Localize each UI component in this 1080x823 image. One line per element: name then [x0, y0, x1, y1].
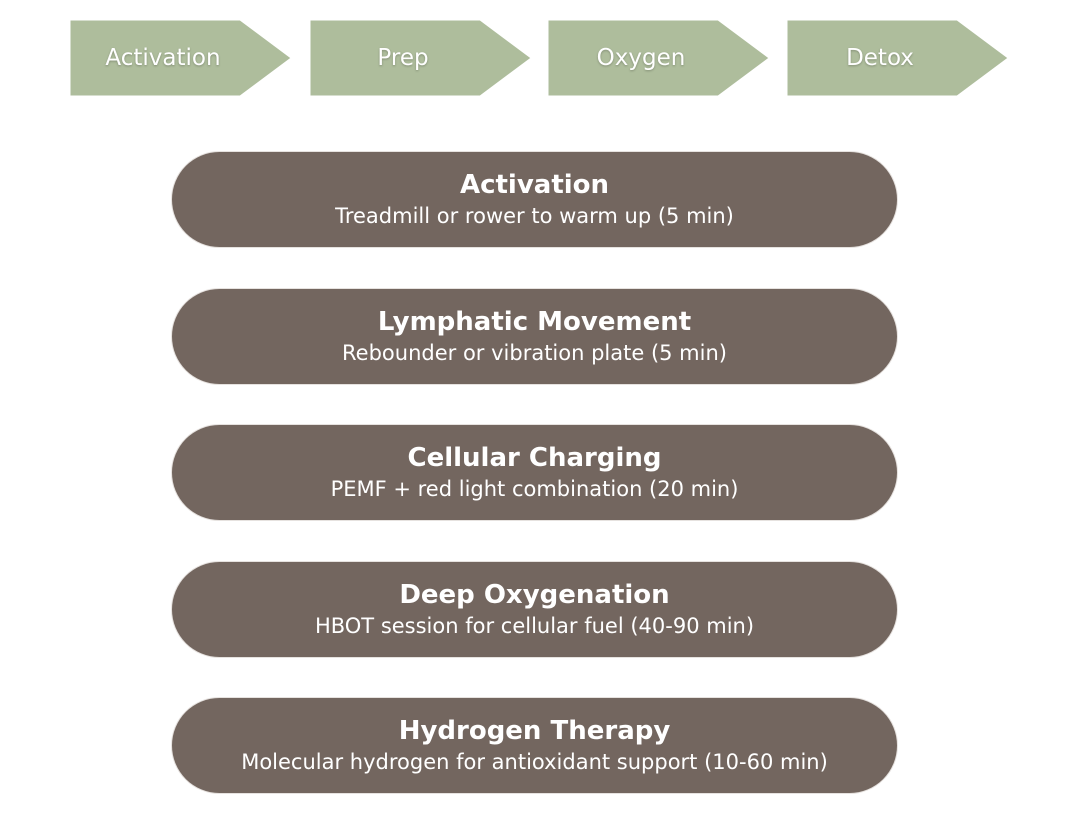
session-card-cellular-charging: Cellular Charging PEMF + red light combi… [172, 425, 897, 520]
chevron-step-activation: Activation [70, 20, 291, 96]
chevron-shape-icon [70, 20, 291, 96]
session-title: Activation [459, 169, 610, 200]
chevron-label: Activation [105, 45, 221, 71]
chevron-shape-icon [310, 20, 531, 96]
session-card-lymphatic-movement: Lymphatic Movement Rebounder or vibratio… [172, 289, 897, 384]
chevron-shape-icon [548, 20, 769, 96]
session-description: Molecular hydrogen for antioxidant suppo… [241, 749, 828, 774]
session-description: Treadmill or rower to warm up (5 min) [335, 203, 734, 228]
session-title: Lymphatic Movement [377, 306, 692, 337]
chevron-step-detox: Detox [787, 20, 1008, 96]
session-title: Hydrogen Therapy [398, 715, 671, 746]
session-card-activation: Activation Treadmill or rower to warm up… [172, 152, 897, 247]
session-description: Rebounder or vibration plate (5 min) [342, 340, 727, 365]
chevron-shape-icon [787, 20, 1008, 96]
chevron-label: Oxygen [596, 45, 686, 71]
session-title: Cellular Charging [407, 442, 662, 473]
chevron-step-prep: Prep [310, 20, 531, 96]
session-description: HBOT session for cellular fuel (40-90 mi… [314, 613, 755, 638]
session-title: Deep Oxygenation [399, 579, 670, 610]
session-description: PEMF + red light combination (20 min) [330, 476, 739, 501]
session-card-deep-oxygenation: Deep Oxygenation HBOT session for cellul… [172, 562, 897, 657]
chevron-label: Prep [377, 45, 429, 71]
chevron-label: Detox [846, 45, 914, 71]
session-card-hydrogen-therapy: Hydrogen Therapy Molecular hydrogen for … [172, 698, 897, 793]
chevron-step-oxygen: Oxygen [548, 20, 769, 96]
